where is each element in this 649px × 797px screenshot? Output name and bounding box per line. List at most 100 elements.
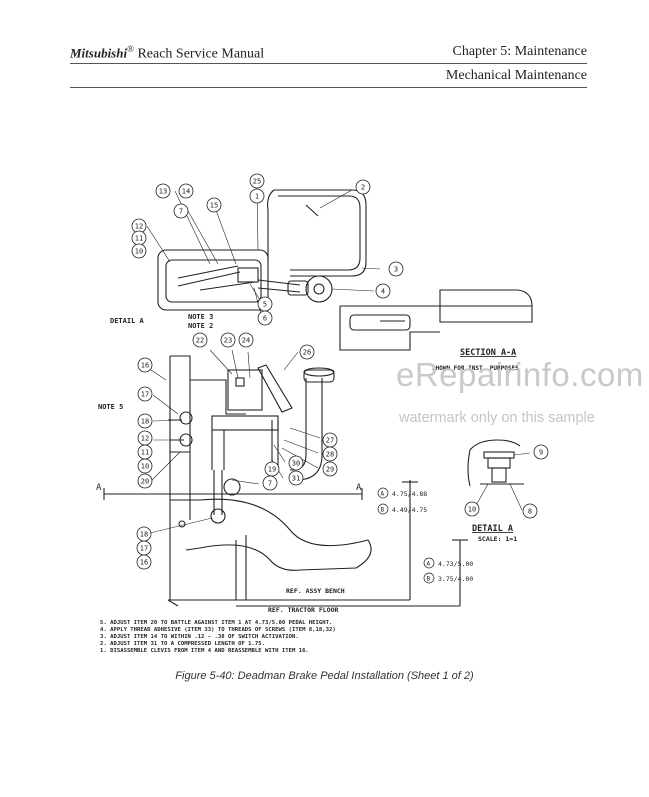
balloon-item-10: 10 <box>131 243 147 259</box>
note-line: 3. ADJUST ITEM 14 TO WITHIN .12 - .38 OF… <box>100 634 299 640</box>
balloon-number: 20 <box>141 478 149 486</box>
balloon-number: 9 <box>539 449 543 457</box>
balloon-item-20: 20 <box>137 473 153 489</box>
section-cut-line <box>103 488 363 500</box>
note-5-label: NOTE 5 <box>98 403 123 411</box>
balloon-item-10: 10 <box>137 458 153 474</box>
balloon-item-25: 25 <box>249 173 265 189</box>
balloon-number: 17 <box>140 545 148 553</box>
balloon-number: 14 <box>182 188 190 196</box>
dim-tag-3: A <box>427 561 431 568</box>
balloon-item-6: 6 <box>257 310 273 326</box>
balloon-number: 7 <box>268 480 272 488</box>
section-marker-left: A <box>96 483 102 493</box>
balloon-number: 28 <box>326 451 334 459</box>
balloon-number: 31 <box>292 475 300 483</box>
balloon-number: 25 <box>253 178 261 186</box>
balloon-number: 6 <box>263 315 267 323</box>
dim-value-1: 4.75/4.88 <box>392 490 427 498</box>
section-marker-right: A <box>356 483 362 493</box>
balloon-number: 18 <box>141 418 149 426</box>
balloon-item-24: 24 <box>238 332 254 348</box>
detail-a-scale: SCALE: 1=1 <box>478 535 517 543</box>
balloon-item-7: 7 <box>173 203 189 219</box>
balloon-item-12: 12 <box>137 430 153 446</box>
balloon-item-10: 10 <box>464 501 480 517</box>
balloon-item-26: 26 <box>299 344 315 360</box>
note-line: 4. APPLY THREAD ADHESIVE (ITEM 33) TO TH… <box>100 627 336 633</box>
balloon-number: 30 <box>292 460 300 468</box>
section-a-a-subtitle: SHOWN FOR INST. PURPOSES <box>432 365 519 372</box>
balloon-number: 29 <box>326 466 334 474</box>
section-rule <box>70 87 587 88</box>
balloon-number: 17 <box>141 391 149 399</box>
balloon-number: 24 <box>242 337 250 345</box>
pedal-plate <box>169 498 372 600</box>
manual-name: Reach Service Manual <box>133 46 265 62</box>
balloon-number: 18 <box>140 531 148 539</box>
section-a-a-title: SECTION A-A <box>460 348 516 358</box>
leader-lines <box>144 189 531 535</box>
pedal-frame <box>168 355 335 524</box>
balloon-item-16: 16 <box>137 357 153 373</box>
balloon-number: 11 <box>135 235 143 243</box>
balloon-item-11: 11 <box>131 230 147 246</box>
dim-tag-1: A <box>381 491 385 498</box>
balloon-number: 10 <box>141 463 149 471</box>
note-2-label: NOTE 2 <box>188 322 213 330</box>
dim-value-2: 4.49/4.75 <box>392 506 427 514</box>
watermark-note: watermark only on this sample <box>399 410 595 426</box>
balloon-item-30: 30 <box>288 455 304 471</box>
balloon-number: 8 <box>528 508 532 516</box>
note-line: 5. ADJUST ITEM 20 TO BATTLE AGAINST ITEM… <box>100 620 333 626</box>
registered-mark: ® <box>127 44 134 54</box>
balloon-number: 12 <box>135 223 143 231</box>
balloon-number: 23 <box>224 337 232 345</box>
balloon-item-23: 23 <box>220 332 236 348</box>
note-line: 1. DISASSEMBLE CLEVIS FROM ITEM 4 AND RE… <box>100 648 309 654</box>
balloon-item-9: 9 <box>533 444 549 460</box>
manual-title: Mitsubishi® Reach Service Manual <box>70 44 264 63</box>
balloon-item-22: 22 <box>192 332 208 348</box>
brand-name: Mitsubishi <box>70 45 128 61</box>
note-3-label: NOTE 3 <box>188 313 213 321</box>
watermark-site: eRepairinfo.com <box>396 356 644 393</box>
dimension-texts: A 4.75/4.88 B 4.49/4.75 A 4.73/5.00 B 3.… <box>381 490 474 583</box>
section-title: Mechanical Maintenance <box>445 68 587 83</box>
balloon-item-19: 19 <box>264 461 280 477</box>
balloon-item-16: 16 <box>136 554 152 570</box>
balloon-item-27: 27 <box>322 432 338 448</box>
balloon-item-29: 29 <box>322 461 338 477</box>
balloon-item-18: 18 <box>137 413 153 429</box>
balloon-item-18: 18 <box>136 526 152 542</box>
balloon-item-5: 5 <box>257 296 273 312</box>
balloon-number: 22 <box>196 337 204 345</box>
balloon-number: 12 <box>141 435 149 443</box>
balloon-item-15: 15 <box>206 197 222 213</box>
balloon-number: 3 <box>394 266 398 274</box>
detail-a-title: DETAIL A <box>472 524 513 534</box>
ref-bench-label: REF. ASSY BENCH <box>286 587 345 595</box>
balloon-item-3: 3 <box>388 261 404 277</box>
balloon-item-1: 1 <box>249 188 265 204</box>
balloon-number: 16 <box>140 559 148 567</box>
balloon-number: 13 <box>159 188 167 196</box>
balloon-number: 27 <box>326 437 334 445</box>
balloon-number: 2 <box>361 184 365 192</box>
note-line: 2. ADJUST ITEM 31 TO A COMPRESSED LENGTH… <box>100 641 266 647</box>
dim-value-3: 4.73/5.00 <box>438 560 473 568</box>
balloon-number: 1 <box>255 193 259 201</box>
chapter-title: Chapter 5: Maintenance <box>452 44 587 59</box>
balloon-number: 16 <box>141 362 149 370</box>
balloon-item-2: 2 <box>355 179 371 195</box>
seat-bracket <box>267 189 367 277</box>
balloon-number: 5 <box>263 301 267 309</box>
balloon-item-8: 8 <box>522 503 538 519</box>
ref-floor-label: REF. TRACTOR FLOOR <box>268 606 339 614</box>
balloon-item-4: 4 <box>375 283 391 299</box>
drawing-notes: 5. ADJUST ITEM 20 TO BATTLE AGAINST ITEM… <box>100 620 336 655</box>
drawing-labels: DETAIL A NOTE 3 NOTE 2 NOTE 5 SECTION A-… <box>96 313 519 614</box>
balloon-number: 4 <box>381 288 385 296</box>
section-a-a-view <box>339 289 533 351</box>
